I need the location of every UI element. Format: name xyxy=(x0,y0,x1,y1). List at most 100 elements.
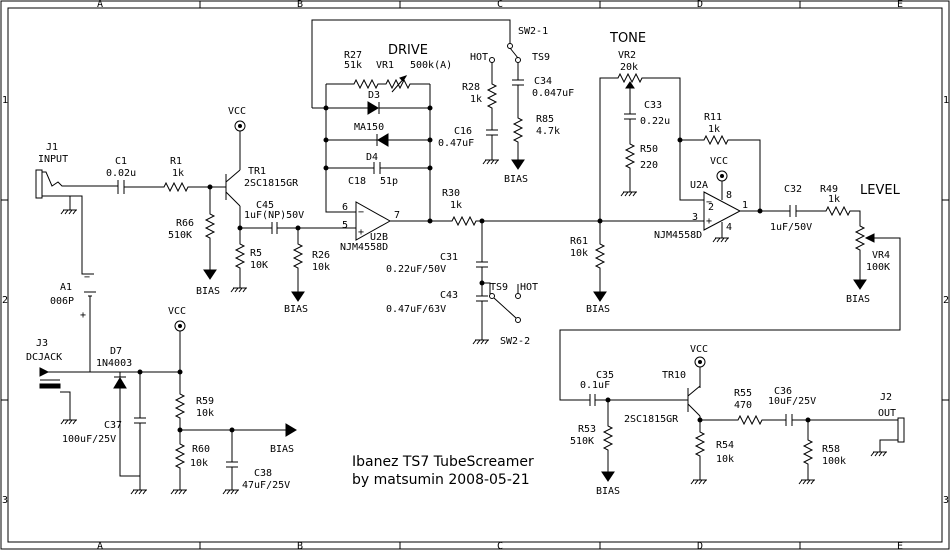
bias-label-r85: BIAS xyxy=(504,174,528,185)
row-label-2: 2 xyxy=(2,295,8,306)
bias-label-r66: BIAS xyxy=(196,286,220,297)
col-label-e-bottom: E xyxy=(897,541,903,550)
u2a-opamp: − + VCC 2 3 1 8 4 U2A NJM4558D R11 1k xyxy=(654,112,790,243)
u2a-value: NJM4558D xyxy=(654,230,702,241)
j3-ref: J3 xyxy=(36,338,48,349)
d7-ref: D7 xyxy=(110,346,122,357)
r50-value: 220 xyxy=(640,160,658,171)
u2b-pin7: 7 xyxy=(394,210,400,221)
c45-capacitor: C45 1uF(NP)50V R26 10k BIAS xyxy=(244,200,346,315)
tr1-value: 2SC1815GR xyxy=(244,178,299,189)
c35-ref: C35 xyxy=(596,370,614,381)
col-label-c: C xyxy=(497,0,503,10)
r27-value: 51k xyxy=(344,60,362,71)
r28-value: 1k xyxy=(470,94,482,105)
r54-ref: R54 xyxy=(716,440,734,451)
row-label-1-right: 1 xyxy=(943,95,949,106)
c31-value: 0.22uF/50V xyxy=(386,264,446,275)
j2-name: OUT xyxy=(878,408,896,419)
bias-label-psu: BIAS xyxy=(270,444,294,455)
d4-ref: D4 xyxy=(366,152,378,163)
c37-value: 100uF/25V xyxy=(62,434,116,445)
u2a-pin1: 1 xyxy=(742,200,748,211)
vcc-label-psu: VCC xyxy=(168,306,186,317)
r11-value: 1k xyxy=(708,124,720,135)
r53-value: 510K xyxy=(570,436,594,447)
tone-network: TONE VR2 20k C33 0.22u R50 220 R61 10k B… xyxy=(570,31,681,315)
j1-name: INPUT xyxy=(38,154,68,165)
vr2-value: 20k xyxy=(620,62,638,73)
r1-ref: R1 xyxy=(170,156,182,167)
r1-value: 1k xyxy=(172,168,184,179)
tr1-ref: TR1 xyxy=(248,166,266,177)
u2a-pin2: 2 xyxy=(708,202,714,213)
r60-ref: R60 xyxy=(192,444,210,455)
col-label-b: B xyxy=(297,0,303,10)
col-label-d: D xyxy=(697,0,703,10)
col-label-b-bottom: B xyxy=(297,541,303,550)
c33-value: 0.22u xyxy=(640,116,670,127)
vr2-ref: VR2 xyxy=(618,50,636,61)
col-label-c-bottom: C xyxy=(497,541,503,550)
a1-ref: A1 xyxy=(60,282,72,293)
c38-ref: C38 xyxy=(254,468,272,479)
c32-value: 1uF/50V xyxy=(770,222,812,233)
u2a-pin3: 3 xyxy=(692,212,698,223)
hot-label-sw22: HOT xyxy=(520,282,538,293)
r58-value: 100k xyxy=(822,456,846,467)
r30-value: 1k xyxy=(450,200,462,211)
r55-value: 470 xyxy=(734,400,752,411)
title-line-2: by matsumin 2008-05-21 xyxy=(352,472,530,488)
r26-value: 10k xyxy=(312,262,330,273)
r66-value: 510K xyxy=(168,230,192,241)
c45-ref: C45 xyxy=(256,200,274,211)
r59-ref: R59 xyxy=(196,396,214,407)
j3-name: DCJACK xyxy=(26,352,62,363)
title-line-1: Ibanez TS7 TubeScreamer xyxy=(352,454,534,470)
tr1-transistor: VCC TR1 2SC1815GR R5 10K xyxy=(225,106,299,293)
c18-ref: C18 xyxy=(348,176,366,187)
sw21-name: TS9 xyxy=(532,52,550,63)
r55-ref: R55 xyxy=(734,388,752,399)
svg-text:+: + xyxy=(706,216,712,227)
j2-ref: J2 xyxy=(880,392,892,403)
r59-value: 10k xyxy=(196,408,214,419)
c1-value: 0.02u xyxy=(106,168,136,179)
c16-ref: C16 xyxy=(454,126,472,137)
bias-label-r61: BIAS xyxy=(586,304,610,315)
r61-ref: R61 xyxy=(570,236,588,247)
svg-text:+: + xyxy=(80,310,86,321)
row-label-3-right: 3 xyxy=(943,495,949,506)
r58-ref: R58 xyxy=(822,444,840,455)
title-block: Ibanez TS7 TubeScreamer by matsumin 2008… xyxy=(352,454,534,488)
c1-capacitor: C1 0.02u xyxy=(106,156,160,194)
vcc-label-tr10: VCC xyxy=(690,344,708,355)
level-network: LEVEL C32 1uF/50V R49 1k BIAS VR4 100K xyxy=(559,183,901,401)
tone-heading: TONE xyxy=(609,31,646,46)
r30-ref: R30 xyxy=(442,188,460,199)
r28-ref: R28 xyxy=(462,82,480,93)
d3-ref: D3 xyxy=(368,90,380,101)
d7-value: 1N4003 xyxy=(96,358,132,369)
feedback-network: DRIVE R27 51k VR1 500k(A) D3 MA150 D4 C1… xyxy=(323,43,452,224)
col-label-a: A xyxy=(97,0,103,10)
sw2-1-switch: SW2-1 TS9 HOT R28 1k C16 0.47uF C34 0.04… xyxy=(311,19,574,185)
r27-ref: R27 xyxy=(344,50,362,61)
input-jack-j1: J1 INPUT xyxy=(35,142,118,275)
u2b-ref: U2B xyxy=(370,232,388,243)
hot-label-sw21: HOT xyxy=(470,52,488,63)
r85-ref: R85 xyxy=(536,114,554,125)
vcc-label-u2a: VCC xyxy=(710,156,728,167)
ma150-ref: MA150 xyxy=(354,122,384,133)
u2a-ref: U2A xyxy=(690,180,708,191)
r53-ref: R53 xyxy=(578,424,596,435)
tr10-ref: TR10 xyxy=(662,370,686,381)
r54-value: 10k xyxy=(716,454,734,465)
c1-ref: C1 xyxy=(115,156,127,167)
r66-ref: R66 xyxy=(176,218,194,229)
svg-text:+: + xyxy=(358,227,364,238)
svg-text:−: − xyxy=(706,197,712,208)
r50-ref: R50 xyxy=(640,144,658,155)
